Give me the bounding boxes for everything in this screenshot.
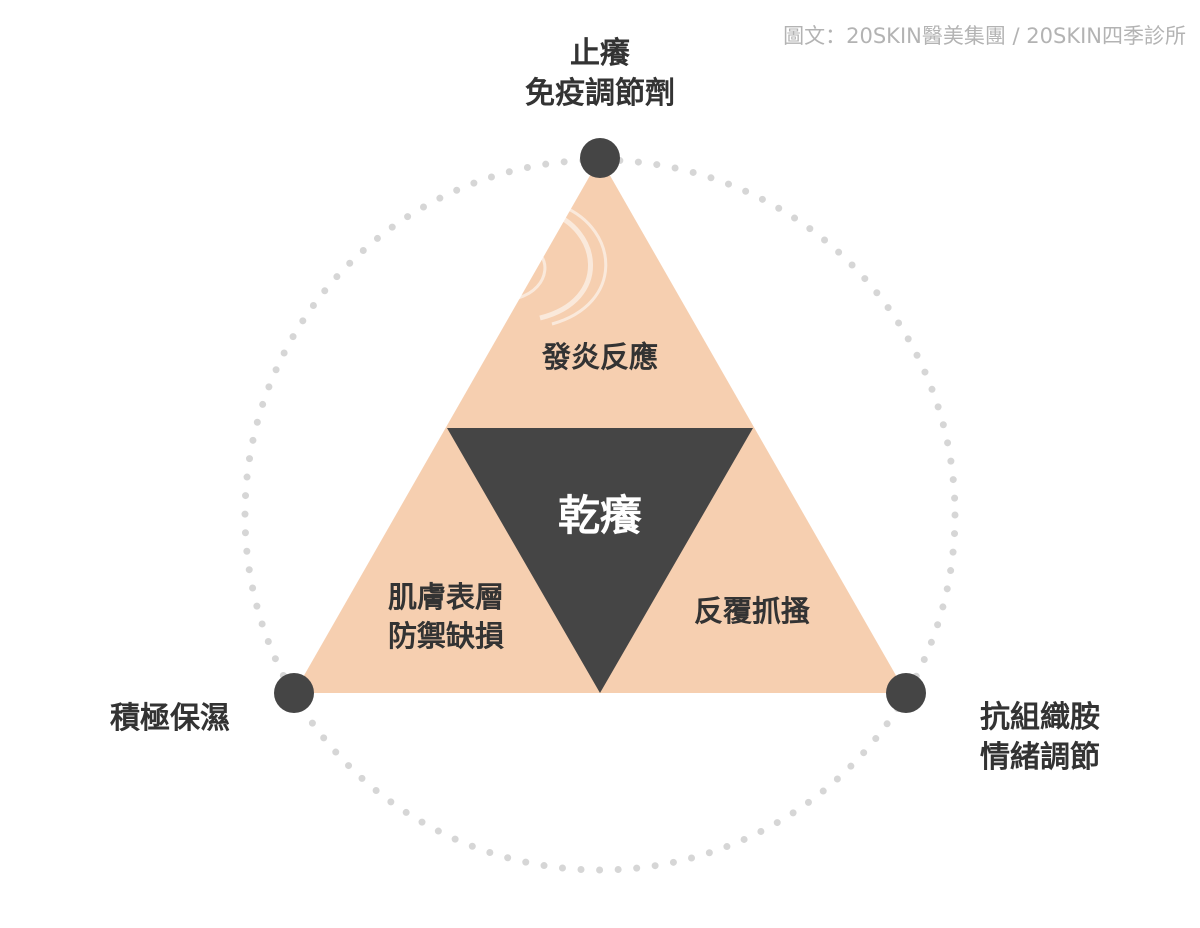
outer-label-top-line-2: 免疫調節劑 xyxy=(525,76,675,111)
inner-label-left: 肌膚表層 防禦缺損 xyxy=(346,578,546,656)
inner-label-left-line-1: 肌膚表層 xyxy=(387,580,504,614)
outer-triangle xyxy=(294,158,906,693)
outer-label-top-line-1: 止癢 xyxy=(570,36,630,71)
center-label: 乾癢 xyxy=(557,491,642,540)
watermark-logo xyxy=(517,204,608,326)
node-top xyxy=(580,138,620,178)
inner-label-top: 發炎反應 xyxy=(500,338,700,377)
inner-label-right-line-1: 反覆抓搔 xyxy=(693,594,810,628)
inner-label-left-line-2: 防禦缺損 xyxy=(387,619,504,653)
inner-label-right: 反覆抓搔 xyxy=(652,592,852,631)
node-right xyxy=(886,673,926,713)
outer-label-right: 抗組織胺 情緒調節 xyxy=(960,698,1120,778)
credit-text: 圖文：20SKIN醫美集團 / 20SKIN四季診所 xyxy=(783,24,1186,48)
inner-label-top-line-1: 發炎反應 xyxy=(541,340,658,374)
node-left xyxy=(274,673,314,713)
outer-label-top: 止癢 免疫調節劑 xyxy=(450,34,750,114)
outer-label-right-line-2: 情緒調節 xyxy=(980,740,1100,775)
center-triangle xyxy=(447,428,753,693)
outer-label-right-line-1: 抗組織胺 xyxy=(980,700,1100,735)
outer-label-left-line-1: 積極保濕 xyxy=(110,701,230,736)
outer-label-left: 積極保濕 xyxy=(60,699,300,739)
